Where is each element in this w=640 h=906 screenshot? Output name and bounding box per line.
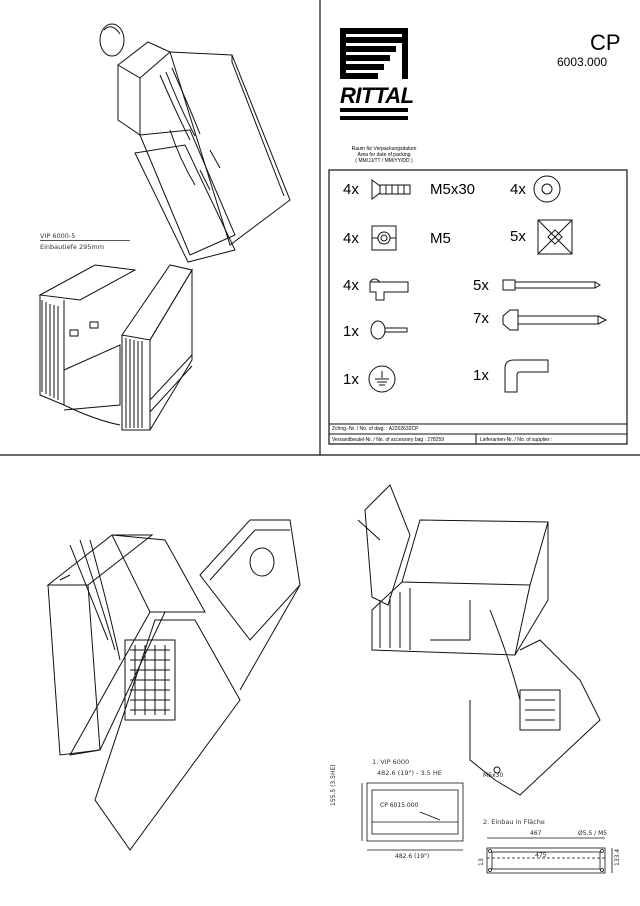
detail-2-hole: Ø5.5 / M5 xyxy=(578,830,608,837)
drawing-number: Zchng.-Nr. / No. of dwg. : A2202632CP xyxy=(332,426,419,432)
article-number: 6003.000 xyxy=(557,55,608,69)
rack-frame-view xyxy=(38,264,193,431)
detail-2-width-inner: 475 xyxy=(535,852,547,859)
detail-1-side-dim: 155.5 (3.5HE) xyxy=(330,764,337,806)
part-qty: 5x xyxy=(510,228,526,245)
detail-1-drawing xyxy=(361,782,464,851)
detail-1-bottom-dim: 482.6 (19") xyxy=(395,853,430,860)
detail-2-height: 133.4 xyxy=(614,848,621,866)
detail-2-drawing xyxy=(486,837,613,874)
detail-1-title: 1. VIP 6000 xyxy=(372,758,410,766)
accessory-bag-number: Versandbeutel-Nr. / No. of accessory bag… xyxy=(332,437,445,443)
part-qty: 7x xyxy=(473,310,489,327)
part-qty: 5x xyxy=(473,277,489,294)
latch-icon xyxy=(369,278,409,301)
part-qty: 4x xyxy=(343,277,359,294)
rack-mounting-view xyxy=(46,519,301,851)
cable-bend-icon xyxy=(504,359,549,393)
packing-date-note: Raum für Verpackungsdatum Area for date … xyxy=(351,146,417,164)
part-qty: 1x xyxy=(343,371,359,388)
washer-icon xyxy=(533,175,561,203)
part-qty: 4x xyxy=(510,181,526,198)
part-qty: 4x xyxy=(343,181,359,198)
detail-2-width-outer: 467 xyxy=(530,830,542,837)
cage-nut-icon xyxy=(371,225,397,251)
product-code: CP xyxy=(590,30,621,55)
part-qty: 1x xyxy=(473,367,489,384)
part-qty: 1x xyxy=(343,323,359,340)
parts-list-frame xyxy=(328,169,628,445)
supplier-number: Lieferanten-Nr. / No. of supplier : xyxy=(480,437,553,443)
cable-tie-with-mount-icon xyxy=(502,309,608,331)
key-icon xyxy=(370,320,408,340)
part-label: M5 xyxy=(430,230,451,247)
vip-note: VIP 6000-5 xyxy=(40,232,130,241)
rittal-logo-mark xyxy=(340,28,408,120)
brand-name: RITTAL xyxy=(340,83,414,108)
vip-depth-note: Einbautiefe 295mm xyxy=(40,243,105,251)
detail-2-title: 2. Einbau in Fläche xyxy=(483,818,545,826)
part-qty: 4x xyxy=(343,230,359,247)
detail-2-height-small: 13 xyxy=(478,858,485,866)
countersunk-screw-icon xyxy=(371,179,411,200)
screw-callout: M5x30 xyxy=(483,772,504,779)
cable-tie-mount-icon xyxy=(537,219,573,255)
rear-assembly-view xyxy=(357,484,601,796)
enclosure-exploded-view xyxy=(99,23,291,263)
detail-1-subtitle: 482.6 (19") - 3.5 HE xyxy=(377,769,442,777)
earth-symbol-label-icon xyxy=(368,365,396,393)
cable-tie-icon xyxy=(502,279,601,291)
part-label: M5x30 xyxy=(430,181,476,198)
detail-1-part: CP 6015.000 xyxy=(380,802,419,809)
